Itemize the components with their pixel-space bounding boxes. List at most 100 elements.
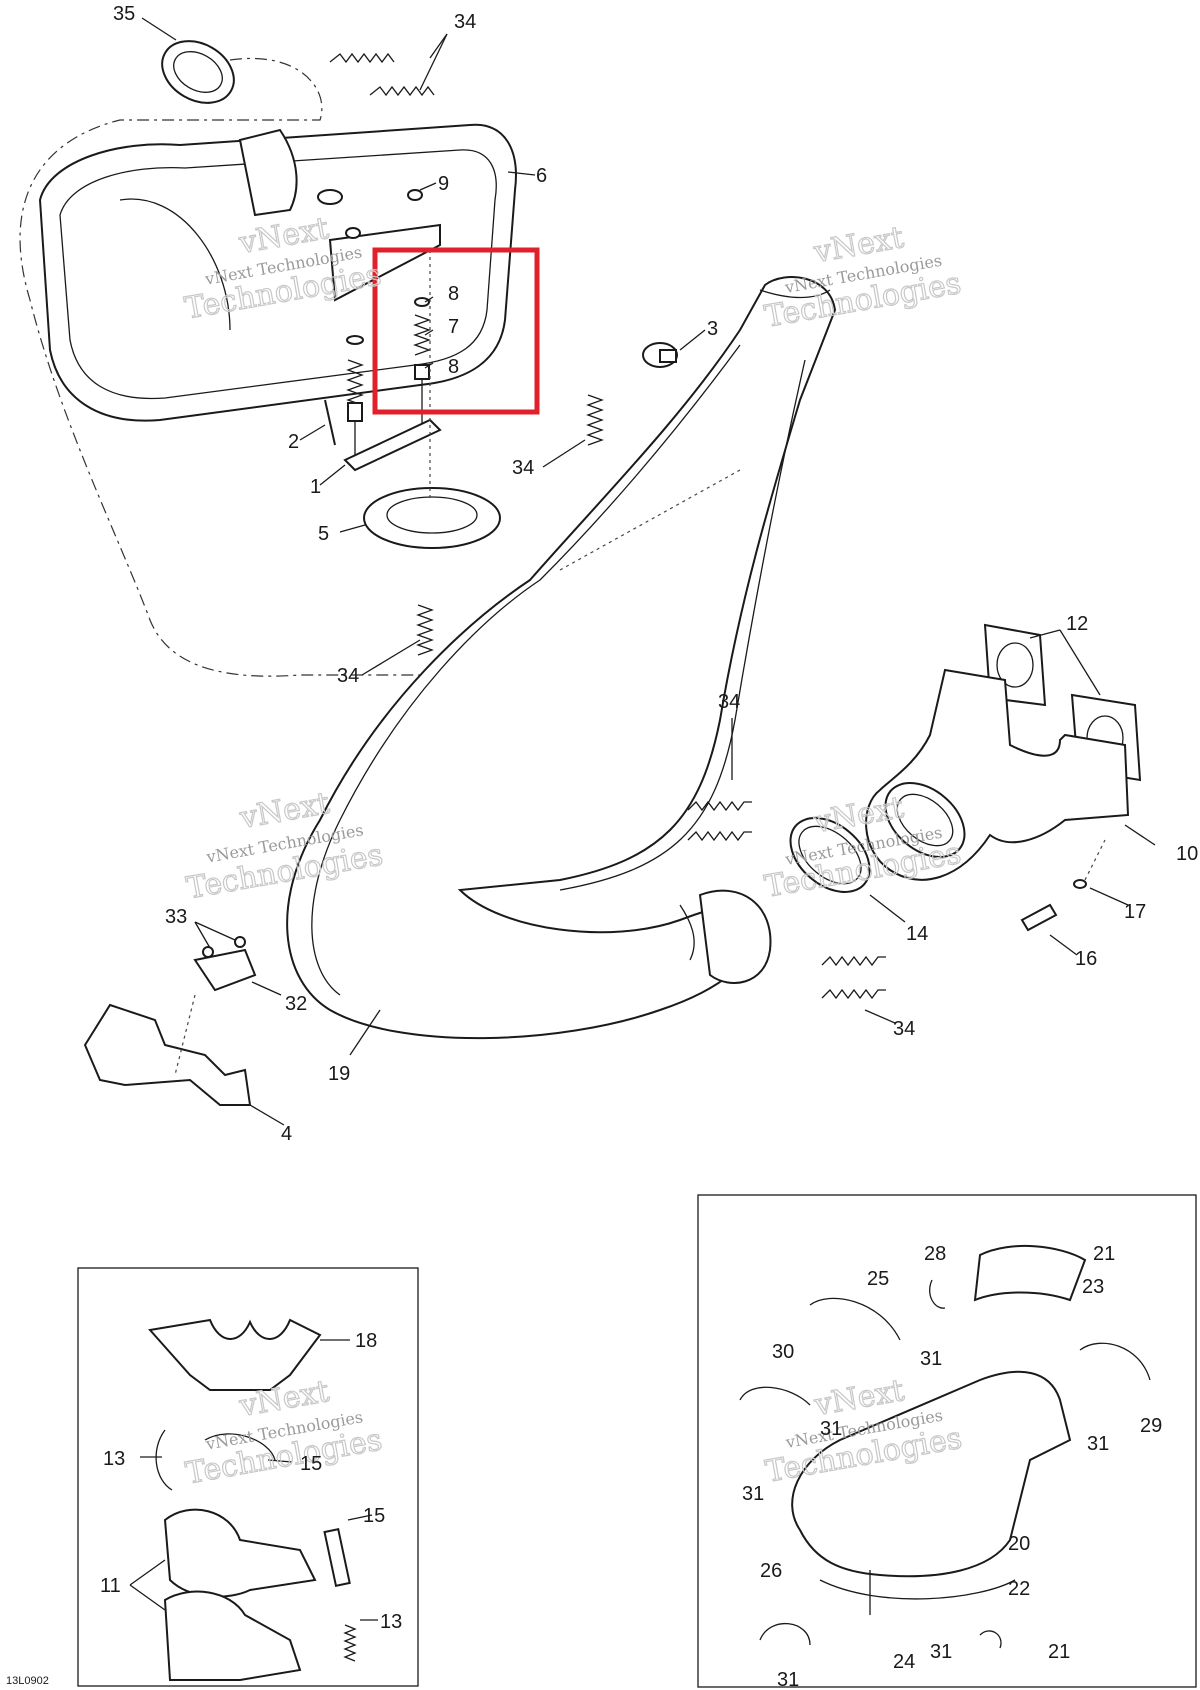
- callout-22: 22: [1008, 1578, 1030, 1600]
- callout-34-mid: 34: [512, 457, 534, 479]
- callout-14: 14: [906, 923, 928, 945]
- spring-34-f: [687, 830, 752, 842]
- callout-17: 17: [1124, 901, 1146, 923]
- manifold-outlet-inner: [896, 793, 954, 847]
- callout-26: 26: [760, 1560, 782, 1582]
- spring-34-c: [586, 394, 604, 446]
- callout-21-bottom: 21: [1048, 1641, 1070, 1663]
- callout-24: 24: [893, 1651, 915, 1673]
- callout-6: 6: [536, 165, 547, 187]
- pipe-20: [791, 1370, 1072, 1578]
- callout-8-top: 8: [448, 283, 459, 305]
- callout-20: 20: [1008, 1533, 1030, 1555]
- callout-4: 4: [281, 1123, 292, 1145]
- spring-13-b: [343, 1624, 357, 1662]
- callout-7: 7: [448, 316, 459, 338]
- cover-21-23: [973, 1245, 1087, 1302]
- pipe-hook: [679, 904, 695, 961]
- spring-34-e: [687, 800, 752, 812]
- grommet: [317, 189, 343, 205]
- callout-5: 5: [318, 523, 329, 545]
- callout-13-top: 13: [103, 1448, 125, 1470]
- clamp-13-a: [155, 1429, 173, 1491]
- manifold-10: [687, 623, 1142, 1000]
- nut-9b: [345, 227, 361, 239]
- tuned-pipe-19: [286, 276, 837, 1040]
- callout-18: 18: [355, 1330, 377, 1352]
- callout-31-a: 31: [920, 1348, 942, 1370]
- spring-34-g: [821, 955, 886, 967]
- callout-35: 35: [113, 3, 135, 25]
- ring-14: [789, 817, 871, 893]
- spring-34-a: [329, 52, 395, 64]
- spring-34-h: [821, 988, 886, 1000]
- callout-34: 34: [454, 11, 476, 33]
- pipe-inlet-lip: [759, 289, 831, 299]
- inset-left: [77, 1267, 419, 1687]
- callout-19: 19: [328, 1063, 350, 1085]
- adapter-11-b: [163, 1590, 302, 1681]
- spring-stack-right: [413, 297, 431, 430]
- callout-31-e: 31: [930, 1641, 952, 1663]
- callout-31-d: 31: [742, 1483, 764, 1505]
- screw-33-a: [202, 946, 214, 958]
- callout-31-f: 31: [777, 1669, 799, 1690]
- plate-1: [343, 418, 442, 472]
- clamp-15-b: [323, 1527, 351, 1588]
- callout-3: 3: [707, 318, 718, 340]
- callout-10: 10: [1176, 843, 1198, 865]
- highlight-box: [372, 247, 540, 415]
- muffler-outlet: [238, 128, 298, 217]
- pipe-outlet: [698, 889, 772, 984]
- callout-15-top: 15: [300, 1453, 322, 1475]
- band-26: [759, 1623, 811, 1646]
- callout-30: 30: [772, 1341, 794, 1363]
- pipe-edge-a: [311, 344, 741, 996]
- callout-11: 11: [100, 1575, 121, 1597]
- spring-34-d: [416, 604, 434, 656]
- nut-9: [407, 189, 423, 201]
- callout-34-low: 34: [337, 665, 359, 687]
- callout-34-manifold: 34: [718, 691, 740, 713]
- ring-35: [161, 40, 235, 104]
- muffler-boundary: [19, 57, 430, 677]
- band-29: [1079, 1342, 1151, 1381]
- plug-3: [642, 342, 678, 368]
- callout-31-b: 31: [820, 1418, 842, 1440]
- pipe-edge-b: [559, 359, 806, 891]
- callout-9: 9: [438, 173, 449, 195]
- callout-34-right: 34: [893, 1018, 915, 1040]
- clip-32: [193, 948, 257, 992]
- spring-34-b: [369, 85, 435, 97]
- rivet-2: [324, 399, 336, 446]
- muffler-inner-edge: [59, 149, 497, 400]
- callout-32: 32: [285, 993, 307, 1015]
- callout-15-bottom: 15: [363, 1505, 385, 1527]
- grommet-5: [363, 487, 501, 549]
- washer-17: [1073, 879, 1087, 889]
- muffler-body: [38, 123, 517, 422]
- band-30: [739, 1386, 811, 1406]
- leader-lines: [141, 17, 1156, 1126]
- inset-right: [697, 1194, 1197, 1688]
- callout-31-c: 31: [1087, 1433, 1109, 1455]
- callout-8-bottom: 8: [448, 356, 459, 378]
- callout-33: 33: [165, 906, 187, 928]
- muffler-seam: [119, 198, 231, 331]
- screw-33-b: [234, 936, 246, 948]
- spring-stack-left: [346, 335, 364, 460]
- band-25: [809, 1297, 901, 1341]
- callout-2: 2: [288, 431, 299, 453]
- callout-23: 23: [1082, 1276, 1104, 1298]
- drawing-code: 13L0902: [6, 1675, 49, 1687]
- shield-body: [83, 1003, 252, 1106]
- clamp-15-a: [204, 1433, 276, 1461]
- heat-shield-18: [148, 1318, 322, 1391]
- callout-labels: 35 34 9 6 8 7 8 3 2 1 34 5 34 12 34 10 1…: [6, 3, 1198, 1690]
- clip-21-b: [979, 1630, 1002, 1649]
- callout-16: 16: [1075, 948, 1097, 970]
- clip-28: [929, 1279, 946, 1309]
- callout-21-top: 21: [1093, 1243, 1115, 1265]
- bracket: [328, 223, 441, 302]
